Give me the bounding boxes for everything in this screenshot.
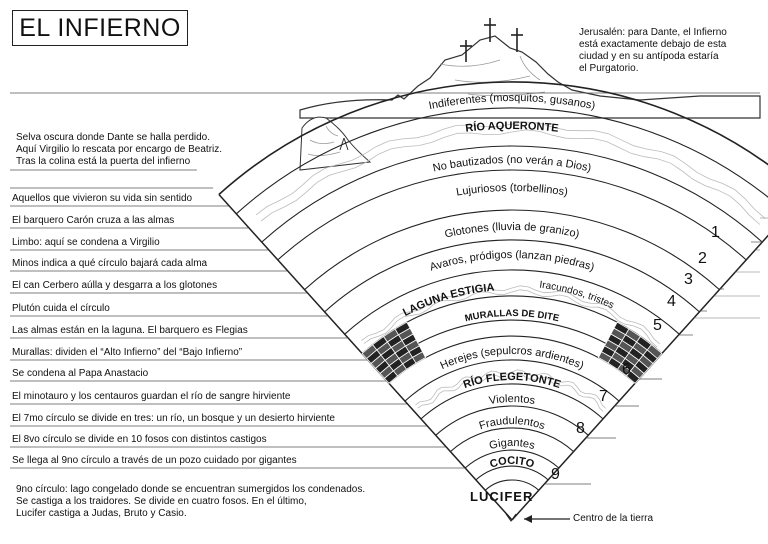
left-label: El can Cerbero aúlla y desgarra a los gl… [12,280,218,291]
river-wave [417,373,604,412]
left-label: Se llega al 9no círculo a través de un p… [12,455,297,466]
left-label: Se condena al Papa Anastacio [12,368,149,379]
ring-arc [277,169,747,261]
river-wave [415,369,606,409]
center-of-earth-label: Centro de la tierra [573,513,654,524]
left-label: El 8vo círculo se divide en 10 fosos con… [12,434,267,445]
circle-number: 4 [667,293,676,310]
hill-shading [307,125,341,156]
circle-number: 3 [684,271,693,288]
ring-arc [435,405,589,436]
left-label: El minotauro y los centauros guardan el … [12,391,291,402]
ring-arc [261,145,763,243]
ninth-circle-note: 9no círculo: lago congelado donde se enc… [16,484,366,519]
selva-note: Selva oscura donde Dante se halla perdid… [16,132,223,167]
left-label: Murallas: dividen el “Alto Infierno” del… [12,347,243,358]
left-label: El 7mo círculo se divide en tres: un río… [12,413,335,424]
ring-label: No bautizados (no verán a Dios) [432,154,593,175]
lucifer-label: LUCIFER [470,489,534,504]
ring-arc [404,359,620,402]
ring-label: COCITO [488,455,536,471]
ring-arc [218,81,768,196]
circle-number: 7 [599,388,608,405]
ring-label: Violentos [488,393,536,407]
ring-label: MURALLAS DE DITE [464,308,560,324]
ring-arc [235,107,768,215]
ring-arc [420,383,604,420]
left-label: Las almas están en la laguna. El barquer… [12,325,248,336]
ring-arc [464,449,560,469]
circle-number: 1 [711,224,720,241]
circle-number: 6 [622,361,631,378]
left-label: Plutón cuida el círculo [12,303,110,314]
ring-label: Iracundos, tristes [539,280,616,312]
dante-icon [339,137,349,151]
left-label: Aquellos que vivieron su vida sin sentid… [12,193,193,204]
circle-number: 5 [653,317,662,334]
ring-arc [324,239,700,313]
wall-brick [646,344,663,360]
circle-number: 2 [698,250,707,267]
river-wave [363,289,658,348]
ring-arc [484,479,540,491]
ring-label: Fraudulentos [478,415,547,432]
left-label: El barquero Carón cruza a las almas [12,215,175,226]
left-label: Minos indica a qué círculo bajará cada a… [12,258,208,269]
circle-number: 8 [576,420,585,437]
ring-label: Glotones (lluvia de granizo) [444,221,581,241]
ring-arc [344,269,680,335]
center-mark-icon [505,513,517,522]
selva-hill [299,116,372,171]
river-wave [260,129,761,225]
arrow-head-icon [524,515,532,523]
ring-arc [304,209,720,291]
river-wave [361,285,660,345]
ring-arc [475,465,549,481]
ring-label: Lujuriosos (torbellinos) [455,182,568,199]
wall-brick [361,344,378,360]
circle-number: 9 [551,466,560,483]
cross-icon [460,18,523,62]
ring-label: RÍO AQUERONTE [465,120,559,135]
jerusalem-note: Jerusalén: para Dante, el Infierno está … [579,27,727,74]
ring-arc [450,427,574,453]
page-title: EL INFIERNO [12,10,188,46]
left-label: Limbo: aquí se condena a Virgilio [12,237,160,248]
river-wave [255,121,766,219]
